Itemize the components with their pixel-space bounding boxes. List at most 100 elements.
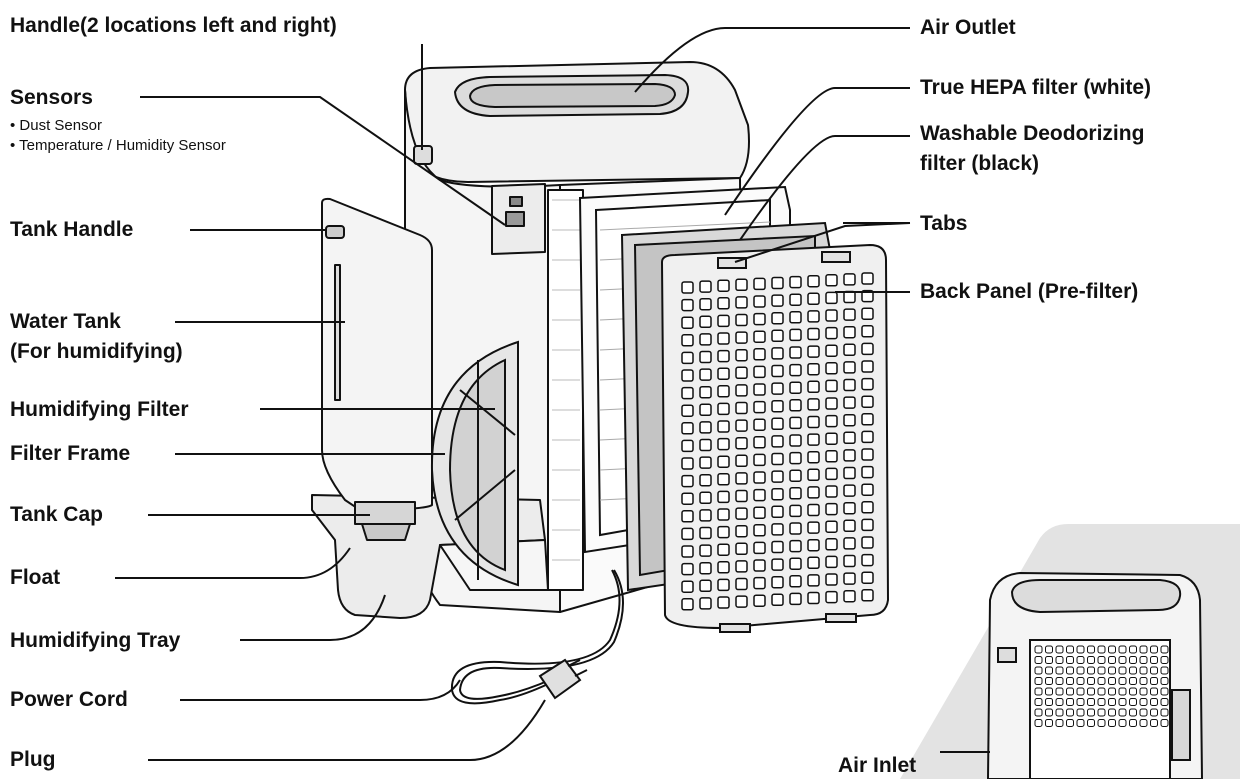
grid-hole <box>843 501 856 515</box>
grid-hole <box>717 473 730 486</box>
grid-hole <box>1076 708 1085 717</box>
grid-hole <box>789 381 802 394</box>
grid-hole <box>699 421 712 434</box>
tank-handle-grip <box>325 225 345 239</box>
grid-hole <box>1045 666 1053 675</box>
water-tank <box>321 197 433 541</box>
grid-hole <box>699 438 712 452</box>
grid-hole <box>699 597 712 610</box>
grid-hole <box>681 598 694 611</box>
grid-hole <box>1160 719 1169 727</box>
grid-hole <box>843 343 856 357</box>
grid-hole <box>699 368 712 381</box>
label-water-tank: Water Tank <box>10 310 121 333</box>
grid-hole <box>1118 656 1127 664</box>
grid-hole <box>825 590 838 604</box>
label-sensors: Sensors <box>10 86 93 109</box>
grid-hole <box>735 401 748 415</box>
grid-hole <box>789 557 802 570</box>
grid-hole <box>1055 687 1064 696</box>
label-sensors-dust: • Dust Sensor <box>10 117 102 134</box>
grid-hole <box>1139 677 1148 685</box>
grid-hole <box>735 524 748 538</box>
grid-hole <box>789 399 802 412</box>
grid-hole <box>1097 656 1106 664</box>
grid-hole <box>843 325 856 339</box>
grid-hole <box>807 274 820 288</box>
grid-hole <box>1150 645 1158 654</box>
label-tabs: Tabs <box>920 212 968 235</box>
grid-hole <box>1118 677 1127 685</box>
grid-hole <box>1045 719 1053 727</box>
grid-hole <box>825 485 838 498</box>
grid-hole <box>735 489 748 503</box>
grid-hole <box>1129 719 1137 727</box>
grid-hole <box>753 576 766 590</box>
grid-hole <box>753 418 766 431</box>
grid-hole <box>699 350 712 364</box>
grid-hole <box>843 484 856 497</box>
grid-hole <box>681 457 694 470</box>
tab-left <box>717 257 747 269</box>
grid-hole <box>699 491 712 505</box>
grid-hole <box>1066 708 1074 717</box>
grid-hole <box>1045 687 1053 696</box>
grid-hole <box>699 456 712 469</box>
grid-hole <box>1118 645 1127 654</box>
grid-hole <box>681 422 694 435</box>
grid-hole <box>699 561 712 575</box>
grid-hole <box>1129 698 1137 706</box>
grid-hole <box>825 397 838 410</box>
grid-hole <box>735 595 748 608</box>
grid-hole <box>843 396 856 409</box>
grid-hole <box>735 542 748 556</box>
grid-hole <box>789 504 802 518</box>
grid-hole <box>735 454 748 468</box>
grid-hole <box>699 509 712 522</box>
grid-hole <box>1097 708 1106 717</box>
grid-hole <box>1055 698 1064 706</box>
label-handle: Handle(2 locations left and right) <box>10 14 337 37</box>
grid-hole <box>789 293 802 306</box>
grid-hole <box>681 492 694 505</box>
grid-hole <box>699 403 712 417</box>
grid-hole <box>1160 708 1169 717</box>
grid-hole <box>843 308 856 321</box>
grid-hole <box>753 453 766 467</box>
grid-hole <box>789 346 802 359</box>
grid-hole <box>1034 687 1043 696</box>
grid-hole <box>717 508 730 521</box>
grid-hole <box>1118 719 1127 727</box>
grid-hole <box>753 559 766 572</box>
grid-hole <box>753 383 766 396</box>
grid-hole <box>753 524 766 537</box>
label-back-panel: Back Panel (Pre-filter) <box>920 280 1139 303</box>
grid-hole <box>789 416 802 430</box>
grid-hole <box>1150 677 1158 685</box>
grid-hole <box>843 466 856 480</box>
grid-hole <box>825 344 838 357</box>
grid-hole <box>717 420 730 433</box>
grid-hole <box>699 280 712 293</box>
grid-hole <box>1034 698 1043 706</box>
tab-right <box>821 251 851 263</box>
label-hepa-filter: True HEPA filter (white) <box>920 76 1152 99</box>
grid-hole <box>1076 687 1085 696</box>
label-deodorizing-filter: Washable Deodorizing <box>920 122 1145 145</box>
grid-hole <box>1139 719 1148 727</box>
grid-hole <box>843 537 856 550</box>
grid-hole <box>1139 656 1148 664</box>
grid-hole <box>735 384 748 397</box>
grid-hole <box>825 432 838 445</box>
grid-hole <box>1055 656 1064 664</box>
grid-hole <box>807 398 820 411</box>
grid-hole <box>861 465 874 479</box>
grid-hole <box>699 579 712 593</box>
grid-hole <box>789 328 802 342</box>
grid-hole <box>1129 666 1137 675</box>
grid-hole <box>807 362 820 376</box>
grid-hole <box>753 471 766 484</box>
grid-hole <box>1118 666 1127 675</box>
grid-hole <box>771 276 784 290</box>
